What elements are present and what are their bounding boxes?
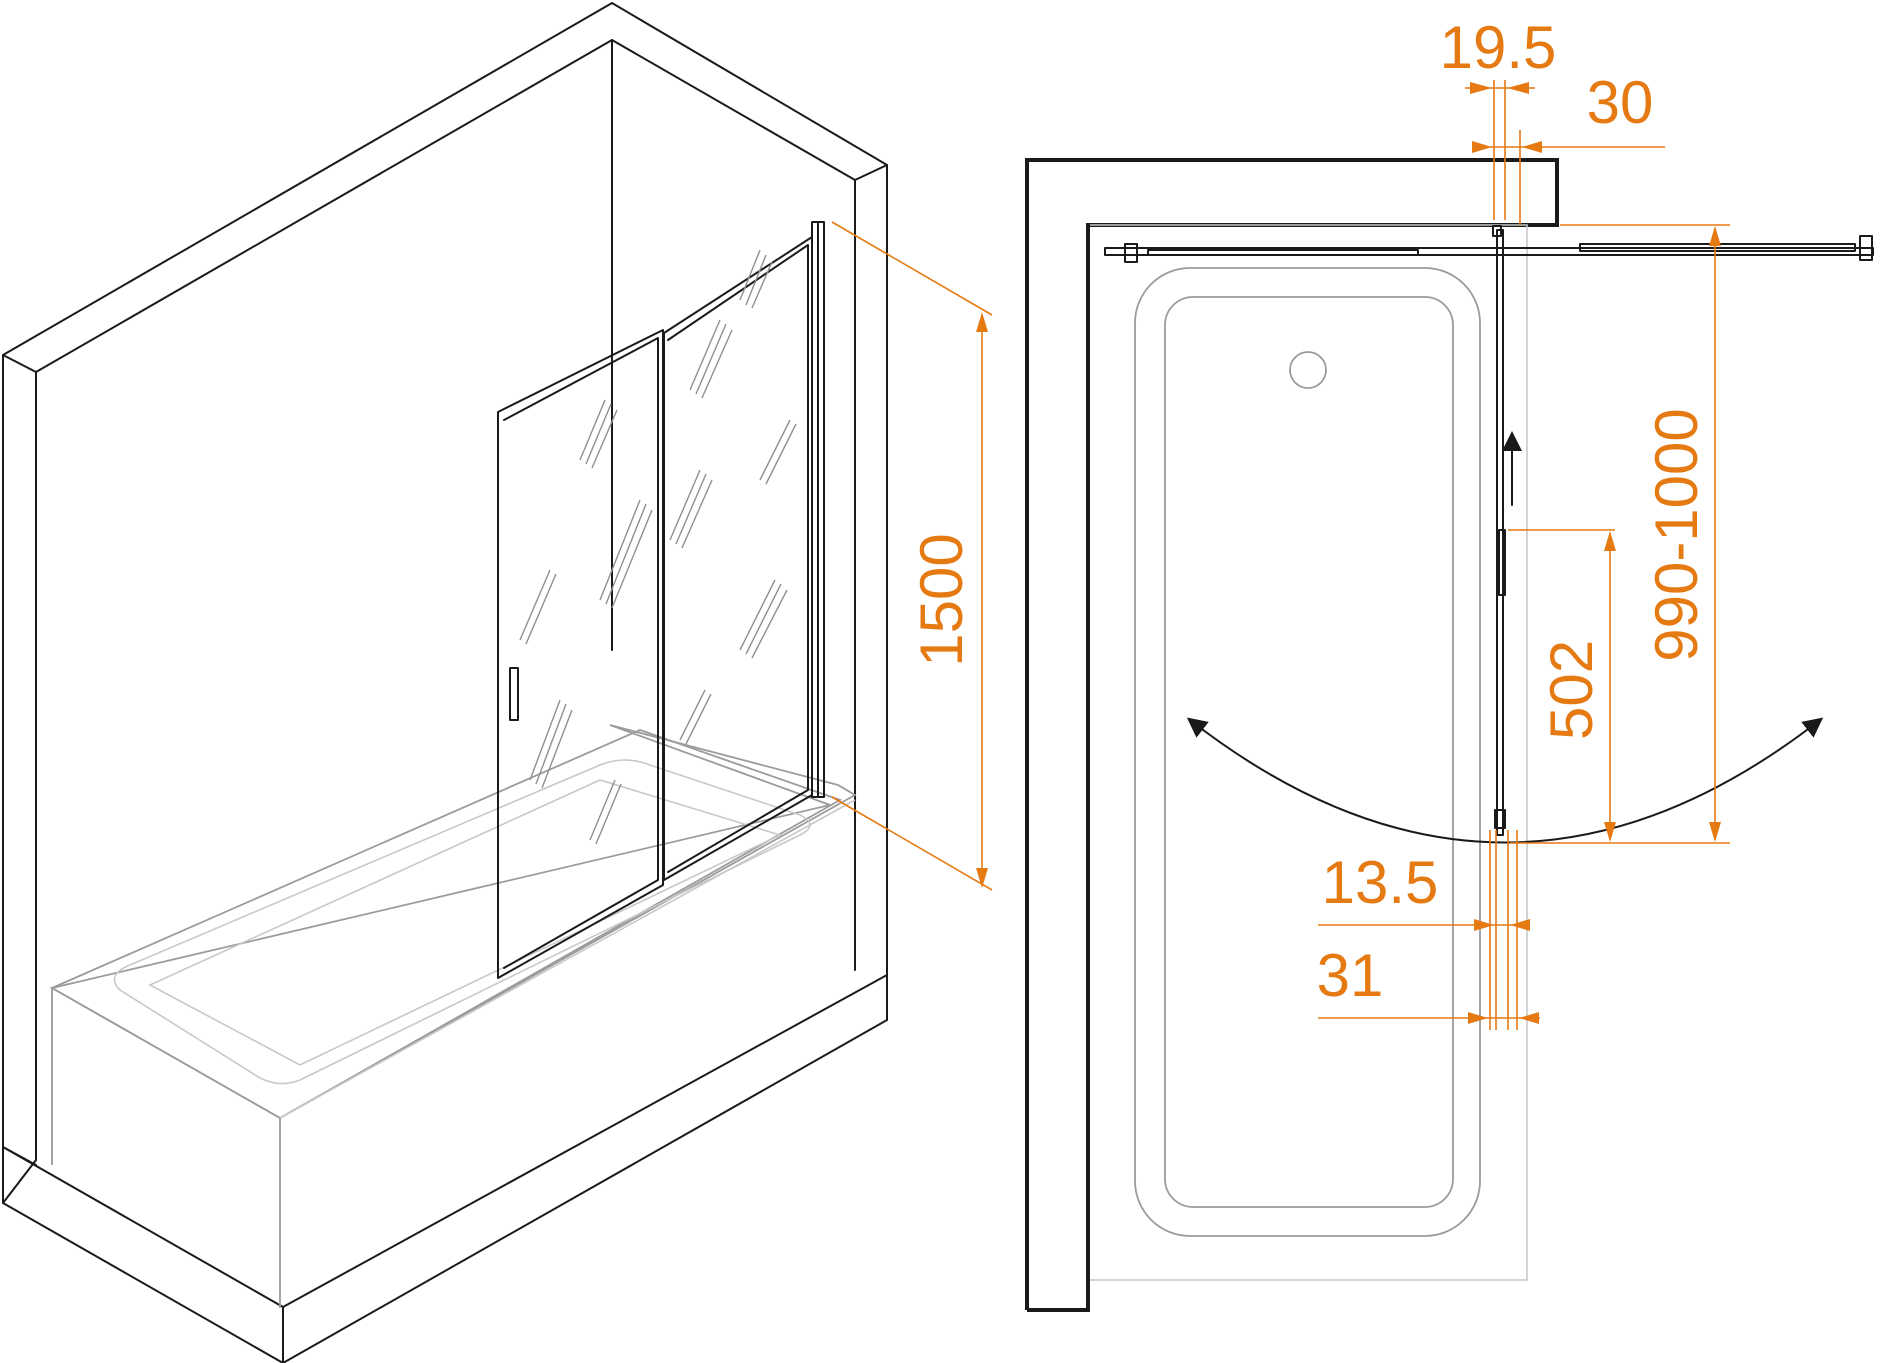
isometric-view: 1500 (2, 2, 993, 1363)
dimension-profile-thickness: 13.5 (1318, 830, 1530, 1030)
plan-view: 19.5 30 990-1000 502 (1025, 14, 1874, 1312)
bathtub-isometric (49, 724, 857, 1308)
dimension-height-label: 1500 (908, 533, 975, 666)
dimension-width-range: 990-1000 (1510, 224, 1730, 844)
wall-plan (1025, 158, 1559, 1312)
dimension-total-thickness-label: 31 (1317, 942, 1384, 1009)
dimension-total-thickness: 31 (1317, 830, 1540, 1030)
sliding-screen-isometric (497, 221, 825, 979)
dimension-height: 1500 (831, 221, 993, 891)
dimension-wall-gap-label: 30 (1587, 69, 1654, 136)
panel-plan (1492, 225, 1522, 836)
dimension-width-range-label: 990-1000 (1643, 408, 1710, 662)
dimension-panel-width-label: 502 (1538, 640, 1605, 740)
dimension-rail-offset-label: 19.5 (1440, 14, 1557, 81)
bathroom-niche (2, 2, 888, 1363)
dimension-panel-width: 502 (1508, 529, 1616, 842)
dimension-profile-thickness-label: 13.5 (1322, 849, 1439, 916)
swing-arc (1186, 717, 1824, 844)
dimension-rail-offset: 19.5 (1440, 14, 1557, 220)
glass-pattern (519, 249, 797, 845)
top-rail-plan (1104, 235, 1874, 263)
dimension-wall-gap: 30 (1472, 69, 1665, 225)
drain-icon (1289, 351, 1327, 389)
bathtub-plan (1090, 224, 1528, 1281)
